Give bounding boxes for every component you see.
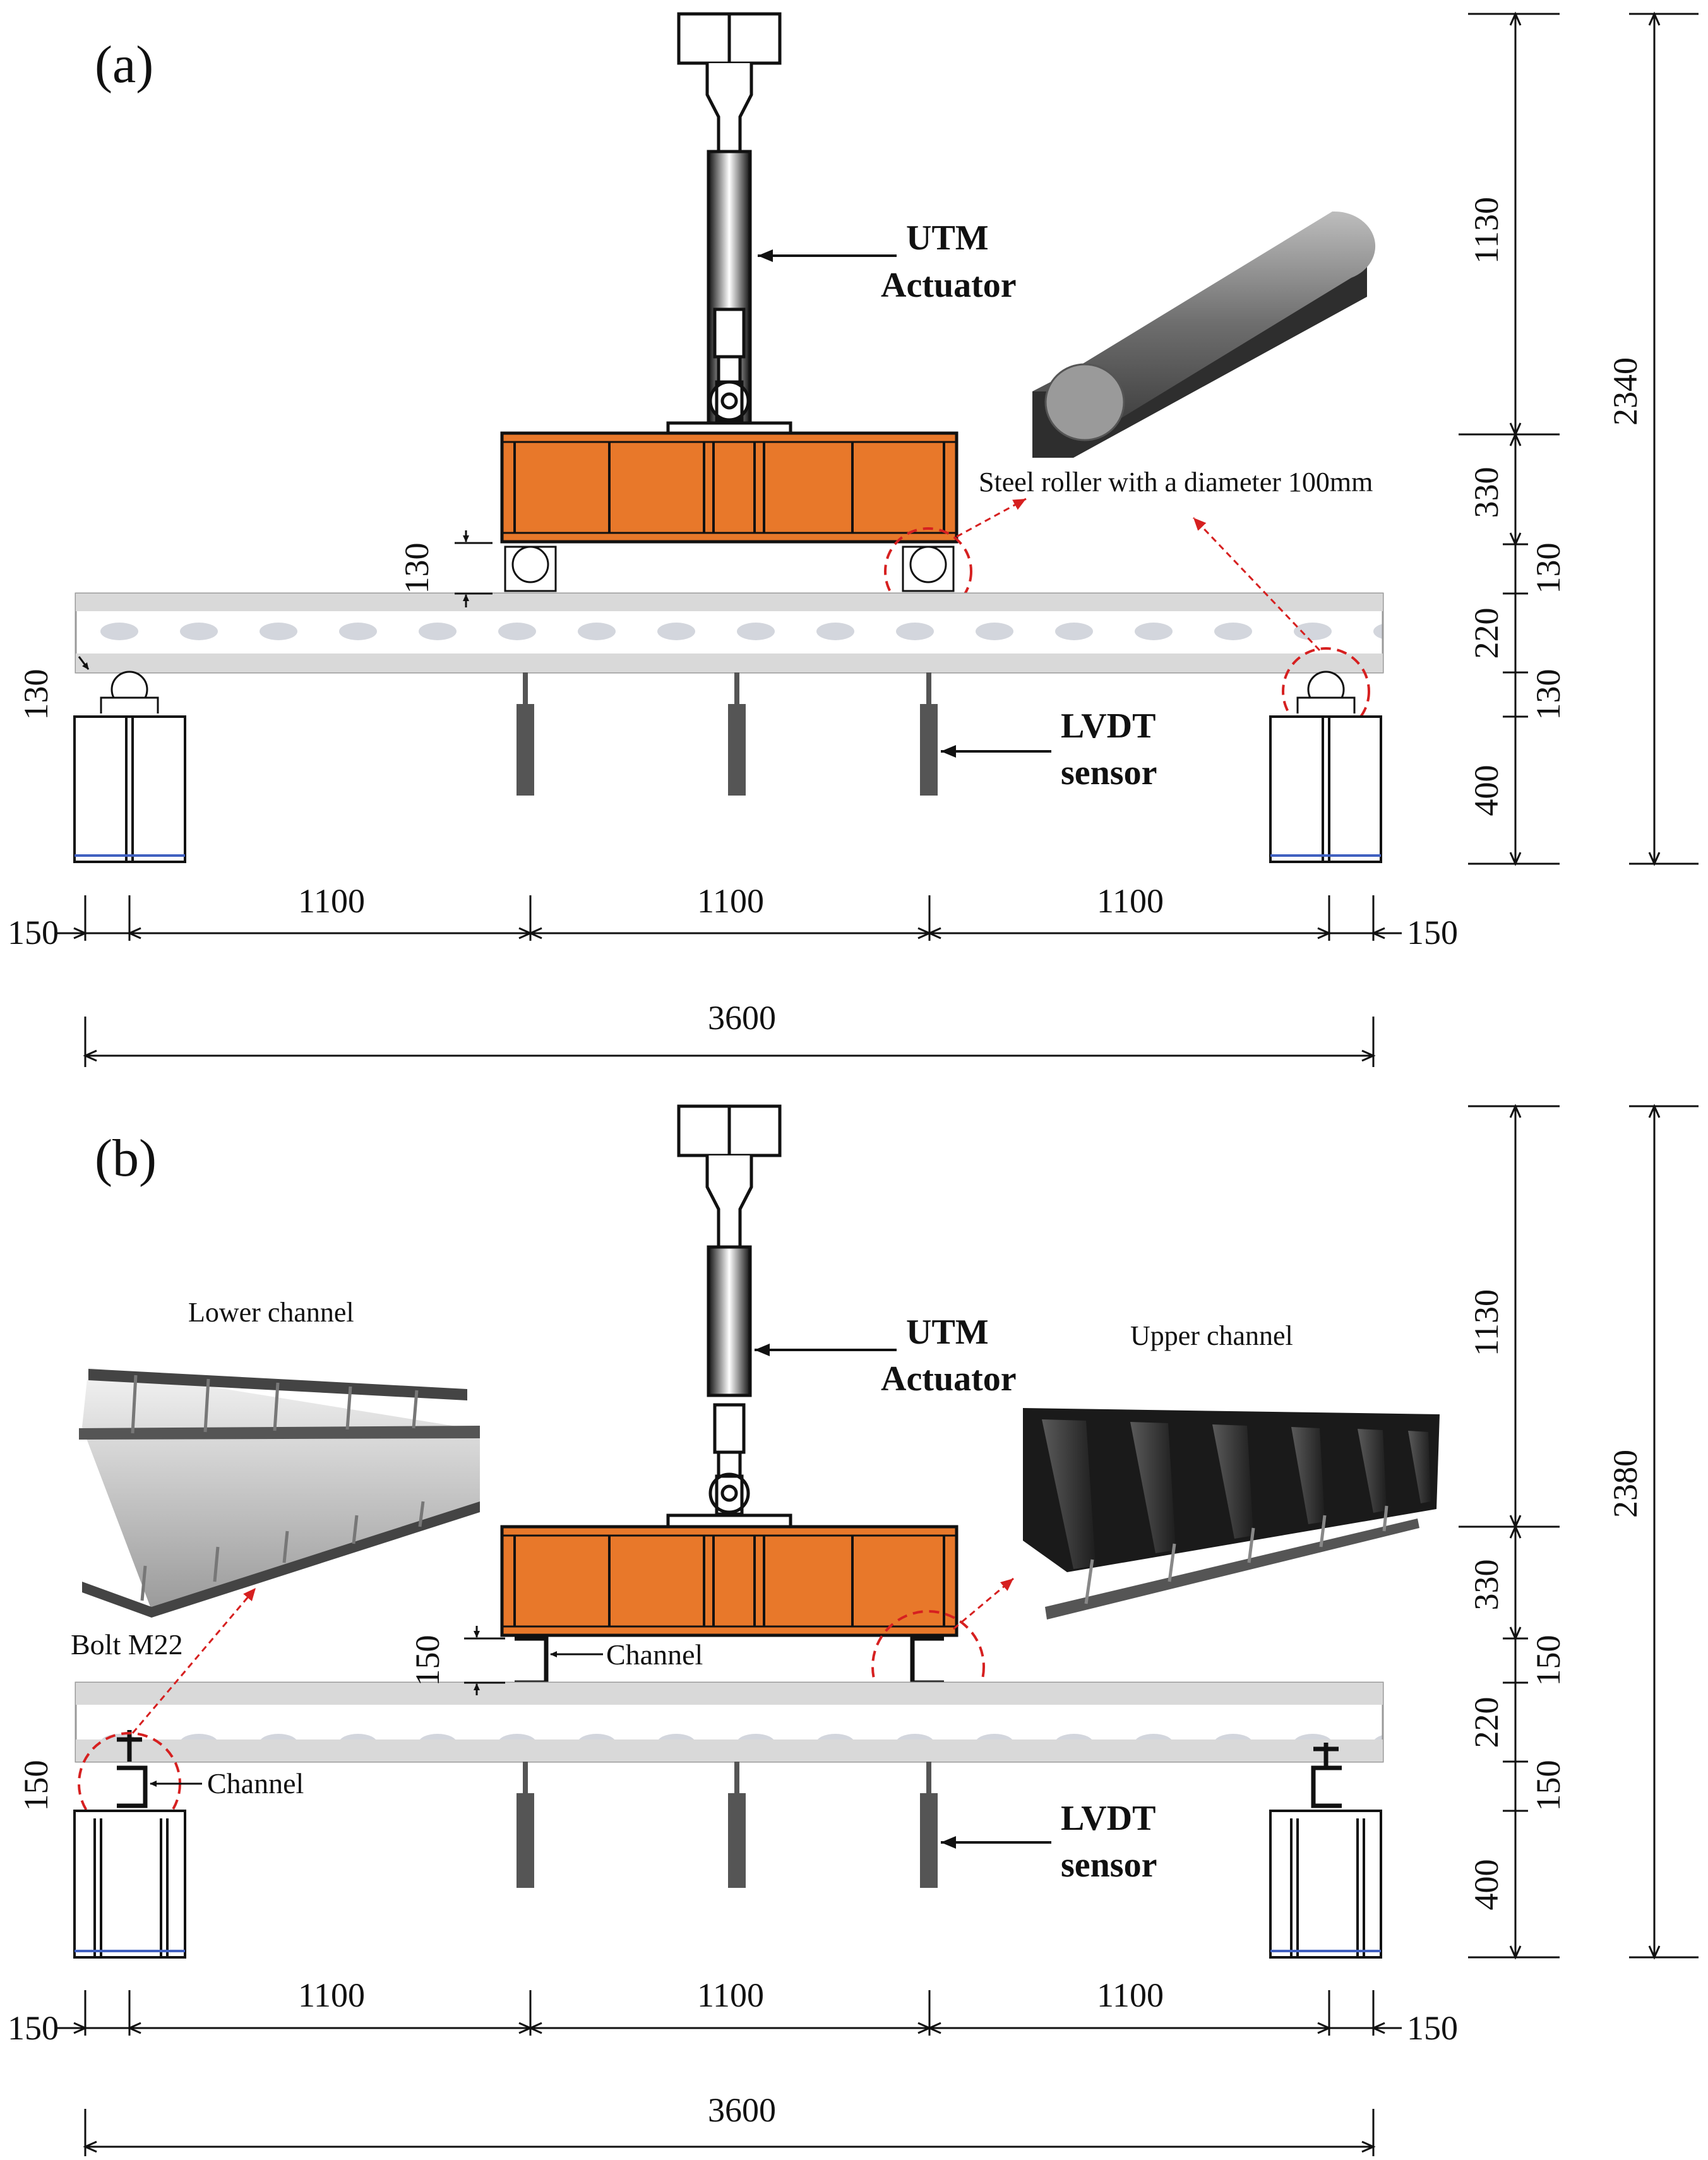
dim-bottom-total-b (83, 2109, 1376, 2156)
lower-channel-left-b (117, 1730, 148, 1808)
dim-right-150-top-b: 150 (1529, 1635, 1567, 1686)
dim-load-gap-a (455, 530, 493, 607)
upper-channel-title: Upper channel (1130, 1320, 1293, 1351)
panel-b-label: (b) (95, 1129, 157, 1188)
dim-support-gap-b-text: 150 (17, 1760, 55, 1811)
dim-bottom-1100-3-a: 1100 (1097, 882, 1164, 920)
lvdt-label-line2-b: sensor (1061, 1846, 1157, 1885)
lvdt-label-line2-a: sensor (1061, 753, 1157, 792)
bolt-label: Bolt M22 (71, 1628, 183, 1661)
dim-right-chain-b (1459, 1104, 1560, 1960)
lower-channel-title: Lower channel (188, 1297, 354, 1328)
support-roller-left-a (100, 671, 159, 713)
steel-roller-illustration (1032, 211, 1376, 458)
dim-bottom-1100-3-b: 1100 (1097, 1976, 1164, 2014)
utm-actuator-b (666, 1104, 792, 1529)
dim-right-150-bottom-b: 150 (1529, 1760, 1567, 1811)
dim-bottom-150-left-b: 150 (8, 2009, 59, 2047)
slab-a (75, 592, 1384, 674)
dim-bottom-total-a-text: 3600 (708, 999, 776, 1037)
dim-right-chain-a (1459, 11, 1560, 866)
dim-right-330-b: 330 (1467, 1560, 1505, 1611)
dim-bottom-chain-a (57, 895, 1402, 941)
pedestal-left-a (73, 715, 186, 863)
dim-total-b (1629, 1104, 1699, 1960)
lvdt-sensors-a (517, 672, 938, 796)
lvdt-label-line1-a: LVDT (1061, 707, 1156, 746)
dim-load-gap-b (464, 1626, 505, 1695)
channel-label-upper: Channel (606, 1638, 703, 1671)
actuator-label-line2-a: Actuator (881, 266, 1017, 305)
slab-b (75, 1681, 1384, 1763)
dim-bottom-total-a (83, 1017, 1376, 1067)
load-roller-left-a (504, 546, 557, 592)
lvdt-label-line1-b: LVDT (1061, 1799, 1156, 1838)
dim-right-330-a: 330 (1467, 467, 1505, 518)
spreader-beam-a (500, 431, 959, 544)
spreader-beam-b (500, 1525, 959, 1637)
panel-a: (a) (8, 11, 1699, 1067)
dim-load-gap-b-text: 150 (409, 1635, 446, 1686)
dim-bottom-150-right-b: 150 (1407, 2009, 1458, 2047)
actuator-label-line1-b: UTM (906, 1313, 989, 1352)
pedestal-left-b (73, 1810, 186, 1959)
dim-bottom-150-left-a: 150 (8, 914, 59, 952)
channel-label-lower: Channel (207, 1767, 304, 1799)
dim-bottom-1100-2-a: 1100 (697, 882, 764, 920)
dim-right-400-a: 400 (1467, 765, 1505, 816)
pedestal-right-b (1269, 1810, 1382, 1959)
dim-right-130-bottom-a: 130 (1529, 669, 1567, 720)
dim-right-1130-a: 1130 (1467, 197, 1505, 264)
dim-bottom-1100-1-a: 1100 (298, 882, 365, 920)
dim-total-a (1629, 11, 1699, 866)
dim-support-gap-a (78, 656, 90, 670)
callout-arrow-support-a (1192, 516, 1321, 652)
dim-bottom-chain-b (57, 1990, 1402, 2036)
dim-bottom-total-b-text: 3600 (708, 2091, 776, 2129)
support-roller-right-a (1296, 671, 1356, 713)
callout-arrow-load-a (956, 498, 1027, 538)
dim-right-220-b: 220 (1467, 1697, 1505, 1748)
dim-load-gap-a-text: 130 (398, 543, 436, 594)
lower-channel-illustration: Lower channel (79, 1297, 480, 1618)
dim-total-b-text: 2380 (1606, 1450, 1644, 1518)
dim-total-a-text: 2340 (1606, 357, 1644, 426)
steel-roller-callout: Steel roller with a diameter 100mm (979, 467, 1373, 498)
actuator-label-line2-b: Actuator (881, 1359, 1017, 1399)
actuator-label-line1-a: UTM (906, 218, 989, 258)
dim-right-400-b: 400 (1467, 1859, 1505, 1911)
utm-actuator-a (666, 12, 792, 456)
load-roller-right-a (902, 546, 955, 592)
callout-arrow-upper-b (953, 1577, 1014, 1630)
pedestal-right-a (1269, 715, 1382, 863)
lower-channel-right-b (1311, 1743, 1342, 1808)
panel-b: (b) (8, 1104, 1699, 2156)
dim-bottom-1100-1-b: 1100 (298, 1976, 365, 2014)
dim-support-gap-a-text: 130 (17, 669, 55, 720)
dim-right-130-top-a: 130 (1529, 543, 1567, 594)
dim-bottom-1100-2-b: 1100 (697, 1976, 764, 2014)
lvdt-sensors-b (517, 1762, 938, 1888)
dim-bottom-150-right-a: 150 (1407, 914, 1458, 952)
dim-right-220-a: 220 (1467, 608, 1505, 659)
upper-channel-illustration: Upper channel (1023, 1320, 1440, 1620)
dim-right-1130-b: 1130 (1467, 1289, 1505, 1356)
panel-a-label: (a) (95, 35, 153, 94)
